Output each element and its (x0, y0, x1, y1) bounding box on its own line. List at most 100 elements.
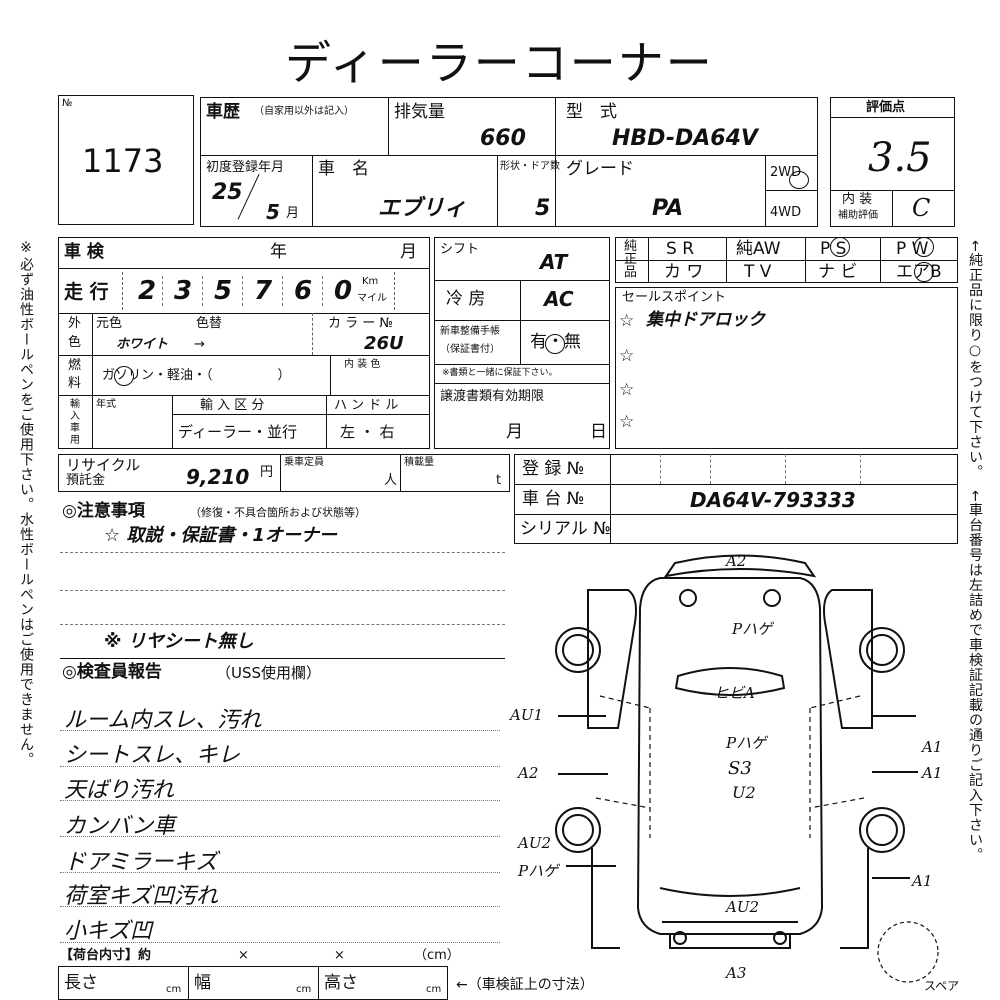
cargo-x-2: × (334, 948, 345, 963)
interior-value: C (912, 194, 931, 222)
inspector-line-2: シートスレ、キレ (64, 743, 241, 768)
mileage-digits: 2 3 5 7 6 0 (122, 272, 394, 310)
inspector-line-1: ルーム内スレ、汚れ (64, 708, 262, 733)
drive-4wd: 4WD (770, 205, 802, 220)
sales-star-3: ☆ (619, 380, 635, 400)
displacement-label: 排気量 (394, 102, 445, 122)
option-tv: T V (744, 262, 772, 282)
fuel-circle (114, 366, 134, 386)
inspector-line-4: カンバン車 (64, 814, 176, 839)
damage-label-right-2: A1 (920, 764, 942, 782)
first-reg-month: 5 (266, 200, 280, 224)
recycle-unit: 円 (260, 465, 274, 480)
notes-sub: （修復・不具合箇所および状態等） (190, 506, 366, 519)
import-type-label: 輸 入 区 分 (200, 398, 265, 413)
model-label: 型 式 (566, 102, 617, 122)
import-year-label: 年式 (96, 399, 116, 410)
manual-circle (545, 334, 565, 354)
mileage-digit: 3 (174, 276, 193, 306)
manual-note: ※書類と一緒に保証下さい。 (442, 368, 558, 378)
inspector-sub: （USS使用欄） (216, 664, 322, 682)
damage-label-roof-1: Pハゲ (731, 620, 774, 638)
inspector-line-7: 小キズ凹 (64, 919, 153, 944)
shift-label: シフト (440, 242, 480, 257)
inspector-line-6: 荷室キズ凹汚れ (64, 884, 219, 909)
color-arrow: → (194, 337, 205, 352)
drive-circle (789, 171, 809, 189)
damage-label-hood: ヒビA (714, 684, 755, 702)
options-label-1: 純 (624, 239, 638, 254)
cargo-height-label: 高さ (324, 973, 358, 993)
damage-label-left-3: AU2 (516, 834, 551, 852)
car-name-value: エブリィ (378, 196, 467, 221)
registration-label: 登 録 № (522, 459, 585, 479)
handle-value: 左 ・ 右 (340, 423, 395, 441)
notes-line-4: ※ リヤシート無し (104, 631, 254, 652)
damage-label-rear-2: A3 (724, 964, 746, 982)
damage-label-center-2: U2 (732, 783, 756, 802)
import-label-3: 車 (70, 423, 80, 434)
option-navi: ナ ビ (818, 262, 858, 282)
page-title: ディーラーコーナー (285, 36, 714, 90)
option-airbag-circle (914, 262, 934, 282)
manual-label-1: 新車整備手帳 (440, 326, 500, 337)
option-sr: S R (666, 239, 695, 259)
registration-grid (514, 454, 958, 544)
capacity-label: 乗車定員 (284, 457, 324, 468)
mileage-unit-km: Km (362, 276, 379, 287)
interior-color-label: 内 装 色 (344, 359, 381, 370)
doors-label: 形状・ドア数 (500, 161, 560, 172)
first-reg-year: 25 (212, 180, 243, 205)
side-note-left: ※必ず油性ボールペンをご使用下さい。水性ボールペンはご使用できません。 (18, 240, 34, 767)
model-value: HBD-DA64V (612, 126, 758, 151)
fuel-group-2: 料 (68, 376, 82, 391)
transfer-month: 月 (506, 422, 523, 442)
color-code-value: 26U (364, 333, 404, 354)
mileage-digit: 6 (294, 276, 313, 306)
color-group-1: 外 (68, 316, 82, 331)
damage-label-center-1: S3 (728, 758, 752, 779)
sales-label: セールスポイント (622, 290, 727, 305)
aircon-label: 冷 房 (446, 289, 486, 309)
vehicle-detail-grid (58, 237, 430, 449)
mileage-digit: 2 (138, 276, 157, 306)
option-ps-circle (830, 237, 850, 257)
grade-label: グレード (566, 159, 634, 179)
recycle-label-1: リサイクル (66, 456, 141, 474)
score-value: 3.5 (868, 135, 932, 181)
score-label: 評価点 (866, 100, 906, 115)
inspector-line-5: ドアミラーキズ (64, 850, 218, 875)
import-label-2: 入 (70, 411, 80, 422)
aircon-value: AC (544, 287, 574, 311)
damage-label-roof-2: Pハゲ (725, 734, 768, 752)
damage-label-left-4: Pハゲ (517, 862, 560, 880)
option-leather: カ ワ (664, 262, 704, 282)
color-orig-value: ホワイト (116, 337, 169, 352)
damage-label-right-1: A1 (920, 738, 942, 756)
inspection-year: 年 (270, 242, 287, 262)
interior-label: 内 装 (842, 192, 873, 207)
color-code-label: カ ラ ー № (328, 316, 393, 331)
recycle-box (58, 454, 510, 492)
color-group-2: 色 (68, 335, 82, 350)
option-aw: 純AW (736, 239, 781, 259)
cargo-length-unit: cm (166, 984, 182, 995)
interior-sub: 補助評価 (838, 210, 878, 221)
transfer-day: 日 (590, 422, 607, 442)
color-orig-label: 元色 (96, 316, 123, 331)
load-label: 積載量 (404, 457, 434, 468)
car-name-label: 車 名 (318, 159, 369, 179)
transfer-label: 譲渡書類有効期限 (440, 389, 545, 404)
history-note: （自家用以外は記入） (254, 106, 354, 117)
damage-label-left-1: AU1 (508, 706, 543, 724)
first-reg-month-unit: 月 (286, 206, 300, 221)
import-type-value: ディーラー・並行 (178, 423, 297, 441)
mileage-digit: 5 (214, 276, 233, 306)
inspector-line-3: 天ばり汚れ (64, 778, 175, 803)
mileage-digit: 0 (334, 276, 353, 306)
side-note-right-2: ←車台番号は左詰めで車検証記載の通りご記入下さい。 (967, 490, 983, 863)
import-label-4: 用 (70, 435, 80, 446)
cargo-height-unit: cm (426, 984, 442, 995)
notes-label: ◎注意事項 (62, 501, 145, 521)
inspection-month: 月 (400, 242, 417, 262)
